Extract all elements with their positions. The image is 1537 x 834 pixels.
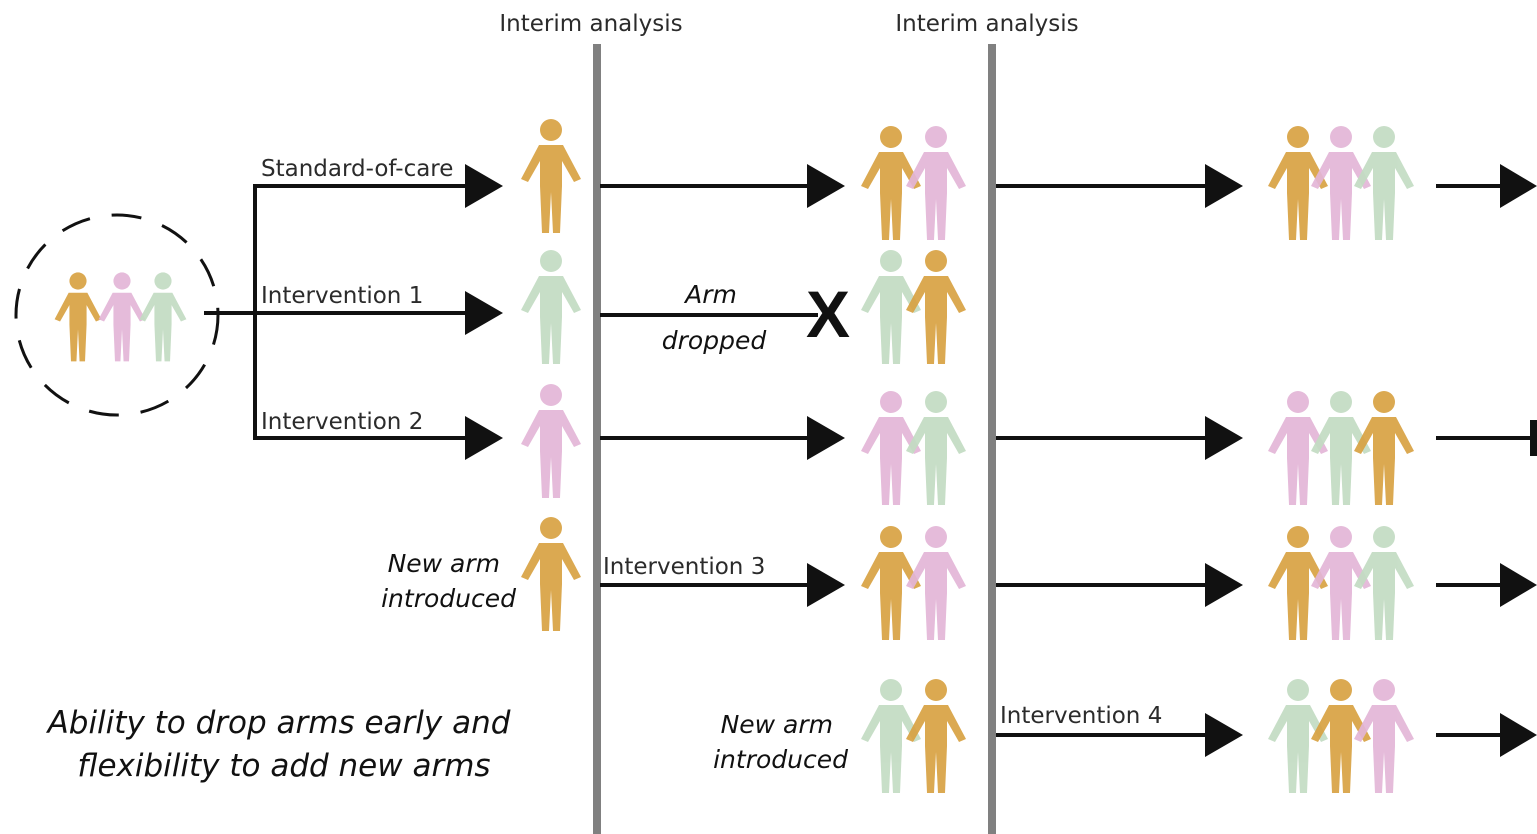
arrowhead-icon [807,563,845,607]
arm-label-intervention-2: Intervention 2 [261,409,423,435]
new-arm-label-1-line2: introduced [381,584,516,613]
arrowhead-icon [807,164,845,208]
arm-label-standard-of-care: Standard-of-care [261,156,453,182]
interim-analysis-label-1: Interim analysis [499,11,682,37]
person-icon [906,391,966,505]
arrowhead-icon [465,416,503,460]
arm-dropped-label-line2: dropped [662,326,767,355]
person-icon [906,526,966,640]
arm-label-intervention-3: Intervention 3 [603,554,765,580]
person-icon [906,679,966,793]
person-icon [906,250,966,364]
person-icon [906,126,966,240]
drop-x-icon: X [806,277,850,351]
person-icon [521,250,581,364]
patient-pool [14,213,220,417]
arrowhead-icon [465,291,503,335]
arrowhead-icon [1500,164,1537,208]
arm-label-intervention-1: Intervention 1 [261,283,423,309]
arrowhead-icon [1205,563,1243,607]
arm-label-intervention-4: Intervention 4 [1000,703,1162,729]
person-icon [1354,391,1414,505]
interim-analysis-label-2: Interim analysis [895,11,1078,37]
arrowhead-icon [1205,713,1243,757]
person-icon [1354,126,1414,240]
person-icon [521,384,581,498]
stop-bar-icon [1530,420,1537,456]
arrowhead-icon [1205,416,1243,460]
person-icon [54,272,102,362]
person-icon [139,272,187,362]
new-arm-label-1-line1: New arm [388,549,500,578]
caption-line-1: Ability to drop arms early and [46,705,511,741]
caption-line-2: flexibility to add new arms [77,748,490,784]
arrowhead-icon [1205,164,1243,208]
person-icon [521,119,581,233]
person-icon [521,517,581,631]
arrowhead-icon [1500,713,1537,757]
person-icon [1354,526,1414,640]
arm-dropped-label-line1: Arm [683,280,737,309]
arrowhead-icon [807,416,845,460]
new-arm-label-2-line1: New arm [721,710,833,739]
interim-line-1 [593,44,601,834]
person-icon [98,272,146,362]
new-arm-label-2-line2: introduced [713,745,848,774]
person-icon [1354,679,1414,793]
arrowhead-icon [1500,563,1537,607]
interim-line-2 [988,44,996,834]
arrowhead-icon [465,164,503,208]
